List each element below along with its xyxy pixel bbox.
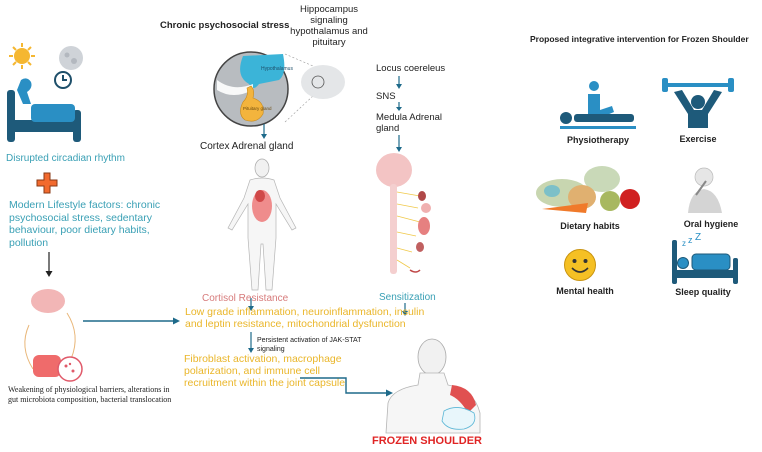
frozen-shoulder-illustration	[385, 338, 481, 434]
brain-side-icon	[301, 65, 345, 99]
hypothalamus-pituitary-illustration: Hypothalamus Pituitary gland	[213, 51, 345, 127]
fibroblast-label: Fibroblast activation, macrophage polari…	[184, 353, 346, 389]
brain-front-icon	[376, 153, 412, 187]
cortex-label: Cortex Adrenal gland	[200, 141, 294, 152]
hypothalamus-icon	[240, 54, 285, 88]
inflamed-shoulder-icon	[450, 385, 476, 413]
arrow-down-lifestyle	[45, 252, 53, 277]
sns-label: SNS	[376, 91, 396, 102]
inflammation-label: Low grade inflammation, neuroinflammatio…	[185, 306, 425, 330]
circadian-label: Disrupted circadian rhythm	[6, 153, 125, 164]
arrow-down-locus	[396, 76, 402, 89]
oral-hygiene-label: Oral hygiene	[683, 219, 739, 229]
arrow-down-sns	[396, 102, 402, 111]
toothbrush-icon	[688, 167, 722, 213]
gut-brain-axis-illustration	[24, 289, 83, 382]
arrow-down-medula	[396, 135, 402, 152]
arrow-down-pituitary	[261, 124, 267, 139]
arrow-down-sensitization	[402, 303, 408, 316]
physiotherapy-icon	[560, 81, 636, 129]
bed-icon	[7, 78, 81, 142]
locus-label: Locus coereleus	[376, 63, 446, 74]
gut-label: Weakening of physiological barriers, alt…	[8, 385, 172, 404]
svg-text:z: z	[688, 235, 693, 245]
intervention-title: Proposed integrative intervention for Fr…	[530, 34, 749, 44]
arrow-down-inflammation	[248, 332, 254, 353]
smiley-icon	[564, 249, 596, 281]
sleep-quality-label: Sleep quality	[675, 287, 731, 297]
plus-icon	[36, 172, 58, 194]
moon-icon	[59, 46, 83, 70]
mental-health-label: Mental health	[556, 286, 614, 296]
weightlifting-icon	[662, 78, 734, 128]
brain-icon	[31, 289, 65, 313]
sensitization-label: Sensitization	[379, 292, 436, 303]
intestine-icon	[33, 355, 61, 377]
nervous-system-illustration	[376, 153, 431, 274]
physiotherapy-label: Physiotherapy	[566, 135, 630, 145]
sleep-icon: z z Z	[672, 232, 738, 284]
clock-icon	[54, 71, 72, 89]
hypothalamus-tag: Hypothalamus	[261, 66, 293, 72]
human-body-illustration	[227, 158, 297, 291]
hippocampus-label: Hippocampus signaling hypothalamus and p…	[290, 4, 368, 48]
jak-label: Persistent activation of JAK-STAT signal…	[257, 337, 362, 353]
dietary-label: Dietary habits	[560, 221, 620, 231]
ice-capsule-icon	[441, 407, 476, 430]
food-icon	[536, 166, 640, 213]
svg-text:z: z	[682, 239, 686, 248]
sun-icon	[9, 43, 35, 69]
microbiota-icon	[57, 356, 83, 382]
cortisol-label: Cortisol Resistance	[202, 293, 289, 304]
pituitary-tag: Pituitary gland	[243, 106, 272, 111]
arrow-right-gut	[83, 317, 180, 325]
pituitary-icon	[240, 85, 264, 122]
stress-title: Chronic psychosocial stress	[160, 20, 290, 31]
medula-label: Medula Adrenal gland	[376, 112, 443, 134]
svg-text:Z: Z	[695, 232, 701, 243]
lifestyle-label: Modern Lifestyle factors: chronic psycho…	[9, 199, 161, 249]
arrow-fibroblast-to-shoulder	[300, 377, 393, 397]
exercise-label: Exercise	[679, 134, 717, 144]
outcome-label: FROZEN SHOULDER	[372, 435, 482, 447]
arrow-down-cortisol	[248, 298, 254, 311]
